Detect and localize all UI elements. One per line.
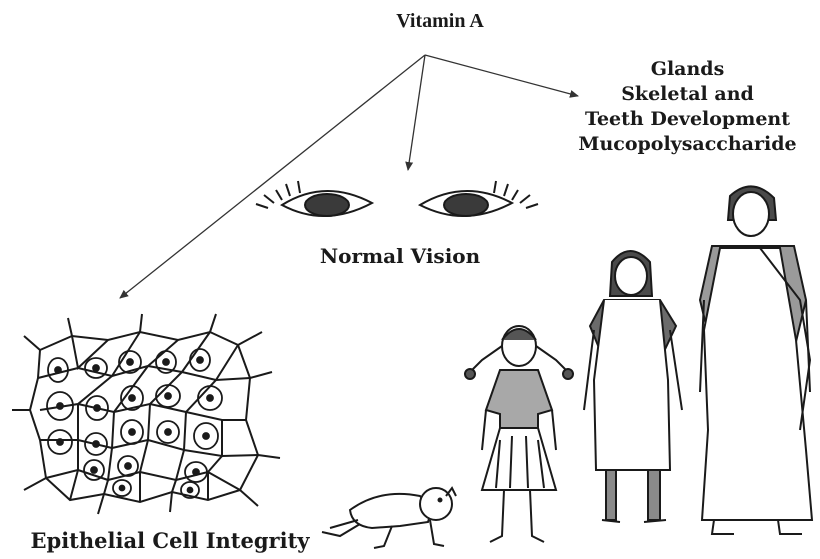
young-girl-illustration (465, 326, 573, 542)
right-eye-icon (420, 181, 538, 216)
arrow-to-functions (425, 55, 578, 96)
vitamin-a-title: Vitamin A (360, 10, 520, 33)
normal-vision-label: Normal Vision (300, 244, 500, 268)
function-glands: Glands (560, 57, 815, 82)
left-eye-icon (256, 181, 372, 216)
crawling-baby-illustration (322, 488, 456, 548)
arrow-to-vision (408, 55, 425, 170)
epithelial-cells-illustration (12, 314, 280, 514)
epithelial-cell-integrity-label: Epithelial Cell Integrity (0, 528, 340, 553)
function-teeth: Teeth Development (560, 107, 815, 132)
functions-list: Glands Skeletal and Teeth Development Mu… (560, 57, 815, 157)
function-skeletal: Skeletal and (560, 82, 815, 107)
adult-woman-illustration (700, 186, 812, 534)
teenage-girl-illustration (584, 251, 682, 522)
function-mucopolysaccharide: Mucopolysaccharide (560, 132, 815, 157)
